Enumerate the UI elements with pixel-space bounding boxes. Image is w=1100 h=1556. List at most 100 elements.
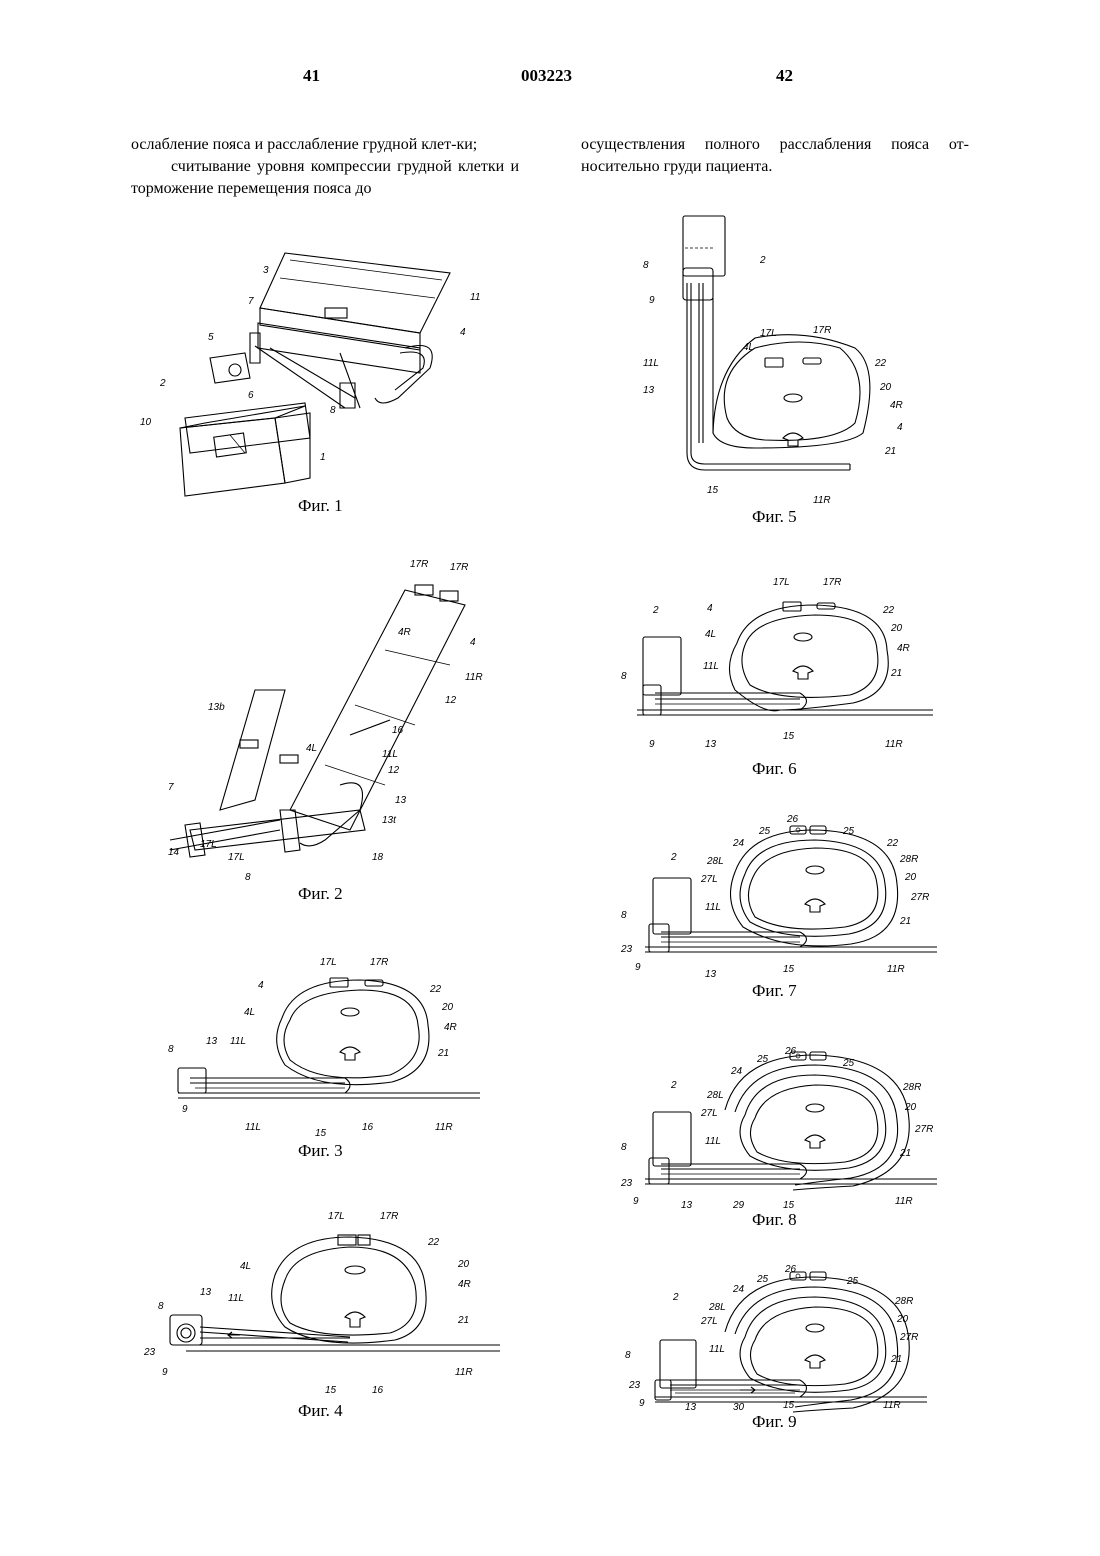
figure-3-drawing: 17L 17R 4 22 4L 20 4R 21 8 13 11L 9 11L … bbox=[160, 950, 490, 1140]
figure-7-drawing: 26 25 25 24 22 28L 28R 2 27L 20 27R 11L … bbox=[615, 812, 945, 984]
fig5-label: 17R bbox=[813, 325, 831, 336]
fig1-label: 3 bbox=[263, 265, 269, 276]
fig5-label: 2 bbox=[759, 255, 766, 266]
fig1-label: 11 bbox=[470, 292, 480, 303]
fig6-label: 8 bbox=[621, 671, 627, 682]
figure-8-caption: Фиг. 8 bbox=[752, 1210, 797, 1230]
fig2-label: 17R bbox=[410, 559, 428, 570]
fig9-label: 27R bbox=[899, 1332, 918, 1343]
fig5-label: 17L bbox=[760, 328, 777, 339]
fig8-label: 24 bbox=[730, 1066, 743, 1077]
fig8-label: 2 bbox=[670, 1080, 677, 1091]
left-paragraph-1: ослабление пояса и расслабление грудной … bbox=[131, 134, 519, 156]
fig8-label: 27R bbox=[914, 1124, 933, 1135]
fig5-label: 9 bbox=[649, 295, 655, 306]
fig2-label: 13 bbox=[395, 795, 407, 806]
fig8-label: 28R bbox=[902, 1082, 921, 1093]
fig7-label: 20 bbox=[904, 872, 917, 883]
fig9-label: 25 bbox=[846, 1276, 859, 1287]
fig8-label: 21 bbox=[899, 1148, 911, 1159]
left-paragraph-2: считывание уровня компрессии грудной кле… bbox=[131, 156, 519, 200]
fig4-label: 9 bbox=[162, 1367, 168, 1378]
fig2-label: 4L bbox=[306, 743, 317, 754]
fig7-label: 2 bbox=[670, 852, 677, 863]
fig3-label: 21 bbox=[437, 1048, 449, 1059]
fig8-label: 23 bbox=[620, 1178, 633, 1189]
fig8-label: 26 bbox=[784, 1046, 797, 1057]
fig9-label: 15 bbox=[783, 1400, 795, 1411]
fig5-label: 8 bbox=[643, 260, 649, 271]
fig6-label: 22 bbox=[882, 605, 895, 616]
fig7-label: 28R bbox=[899, 854, 918, 865]
page-number-left: 41 bbox=[303, 66, 320, 86]
fig8-label: 11R bbox=[895, 1196, 913, 1207]
fig9-label: 13 bbox=[685, 1402, 697, 1413]
figure-6-drawing: 17L 17R 4 22 2 4L 20 4R 11L 21 8 9 13 15… bbox=[615, 575, 945, 760]
fig8-label: 8 bbox=[621, 1142, 627, 1153]
fig1-label: 2 bbox=[159, 378, 166, 389]
fig2-label: 14 bbox=[168, 847, 180, 858]
figure-2-caption: Фиг. 2 bbox=[298, 884, 343, 904]
fig9-label: 2 bbox=[672, 1292, 679, 1303]
fig4-label: 22 bbox=[427, 1237, 440, 1248]
figure-4-caption: Фиг. 4 bbox=[298, 1401, 343, 1421]
fig2-label: 13t bbox=[382, 815, 397, 826]
fig6-label: 9 bbox=[649, 739, 655, 750]
figure-1-drawing: 3 11 7 4 5 6 2 8 10 1 bbox=[130, 238, 500, 498]
fig6-label: 15 bbox=[783, 731, 795, 742]
fig4-label: 4L bbox=[240, 1261, 251, 1272]
fig7-label: 23 bbox=[620, 944, 633, 955]
fig6-label: 17L bbox=[773, 577, 790, 588]
fig3-label: 4R bbox=[444, 1022, 457, 1033]
fig6-label: 4 bbox=[707, 603, 713, 614]
fig8-label: 20 bbox=[904, 1102, 917, 1113]
fig4-label: 8 bbox=[158, 1301, 164, 1312]
fig3-label: 11L bbox=[245, 1122, 261, 1133]
fig5-label: 11L bbox=[643, 358, 659, 369]
fig3-label: 11L bbox=[230, 1036, 246, 1047]
fig7-label: 25 bbox=[758, 826, 771, 837]
fig5-label: 11R bbox=[813, 495, 831, 506]
fig9-label: 9 bbox=[639, 1398, 645, 1409]
fig2-label: 17L bbox=[200, 839, 217, 850]
fig6-label: 11R bbox=[885, 739, 903, 750]
figure-4-drawing: 17L 17R 22 4L 20 4R 8 13 11L 21 23 9 15 … bbox=[140, 1205, 510, 1400]
fig5-label: 13 bbox=[643, 385, 655, 396]
figure-9-drawing: 26 25 25 24 2 28R 28L 20 27L 27R 11L 21 … bbox=[615, 1262, 945, 1434]
right-paragraph-1: осуществления полного расслабления пояса… bbox=[581, 134, 969, 178]
fig4-label: 20 bbox=[457, 1259, 470, 1270]
fig6-label: 4R bbox=[897, 643, 910, 654]
fig2-label: 11R bbox=[465, 672, 483, 683]
fig9-label: 21 bbox=[890, 1354, 902, 1365]
fig5-label: 4L bbox=[743, 342, 754, 353]
fig4-label: 23 bbox=[143, 1347, 156, 1358]
fig3-label: 13 bbox=[206, 1036, 218, 1047]
fig1-label: 8 bbox=[330, 405, 336, 416]
fig9-label: 26 bbox=[784, 1264, 797, 1275]
fig8-label: 9 bbox=[633, 1196, 639, 1207]
fig1-label: 5 bbox=[208, 332, 214, 343]
fig5-label: 15 bbox=[707, 485, 719, 496]
fig2-label: 17L bbox=[228, 852, 245, 863]
fig4-label: 11L bbox=[228, 1293, 244, 1304]
fig2-label: 12 bbox=[445, 695, 457, 706]
fig6-label: 11L bbox=[703, 661, 719, 672]
fig9-label: 24 bbox=[732, 1284, 745, 1295]
fig7-label: 21 bbox=[899, 916, 911, 927]
fig3-label: 22 bbox=[429, 984, 442, 995]
fig1-label: 6 bbox=[248, 390, 254, 401]
fig5-label: 22 bbox=[874, 358, 887, 369]
fig6-label: 4L bbox=[705, 629, 716, 640]
fig1-label: 4 bbox=[460, 327, 466, 338]
fig2-label: 12 bbox=[388, 765, 400, 776]
fig2-label: 17R bbox=[450, 562, 468, 573]
fig4-label: 15 bbox=[325, 1385, 337, 1396]
fig8-label: 29 bbox=[732, 1200, 745, 1211]
fig7-label: 15 bbox=[783, 964, 795, 975]
fig9-label: 27L bbox=[700, 1316, 718, 1327]
fig1-label: 7 bbox=[248, 296, 254, 307]
fig3-label: 11R bbox=[435, 1122, 453, 1133]
fig7-label: 27L bbox=[700, 874, 718, 885]
fig5-label: 4 bbox=[897, 422, 903, 433]
fig2-label: 16 bbox=[392, 725, 404, 736]
